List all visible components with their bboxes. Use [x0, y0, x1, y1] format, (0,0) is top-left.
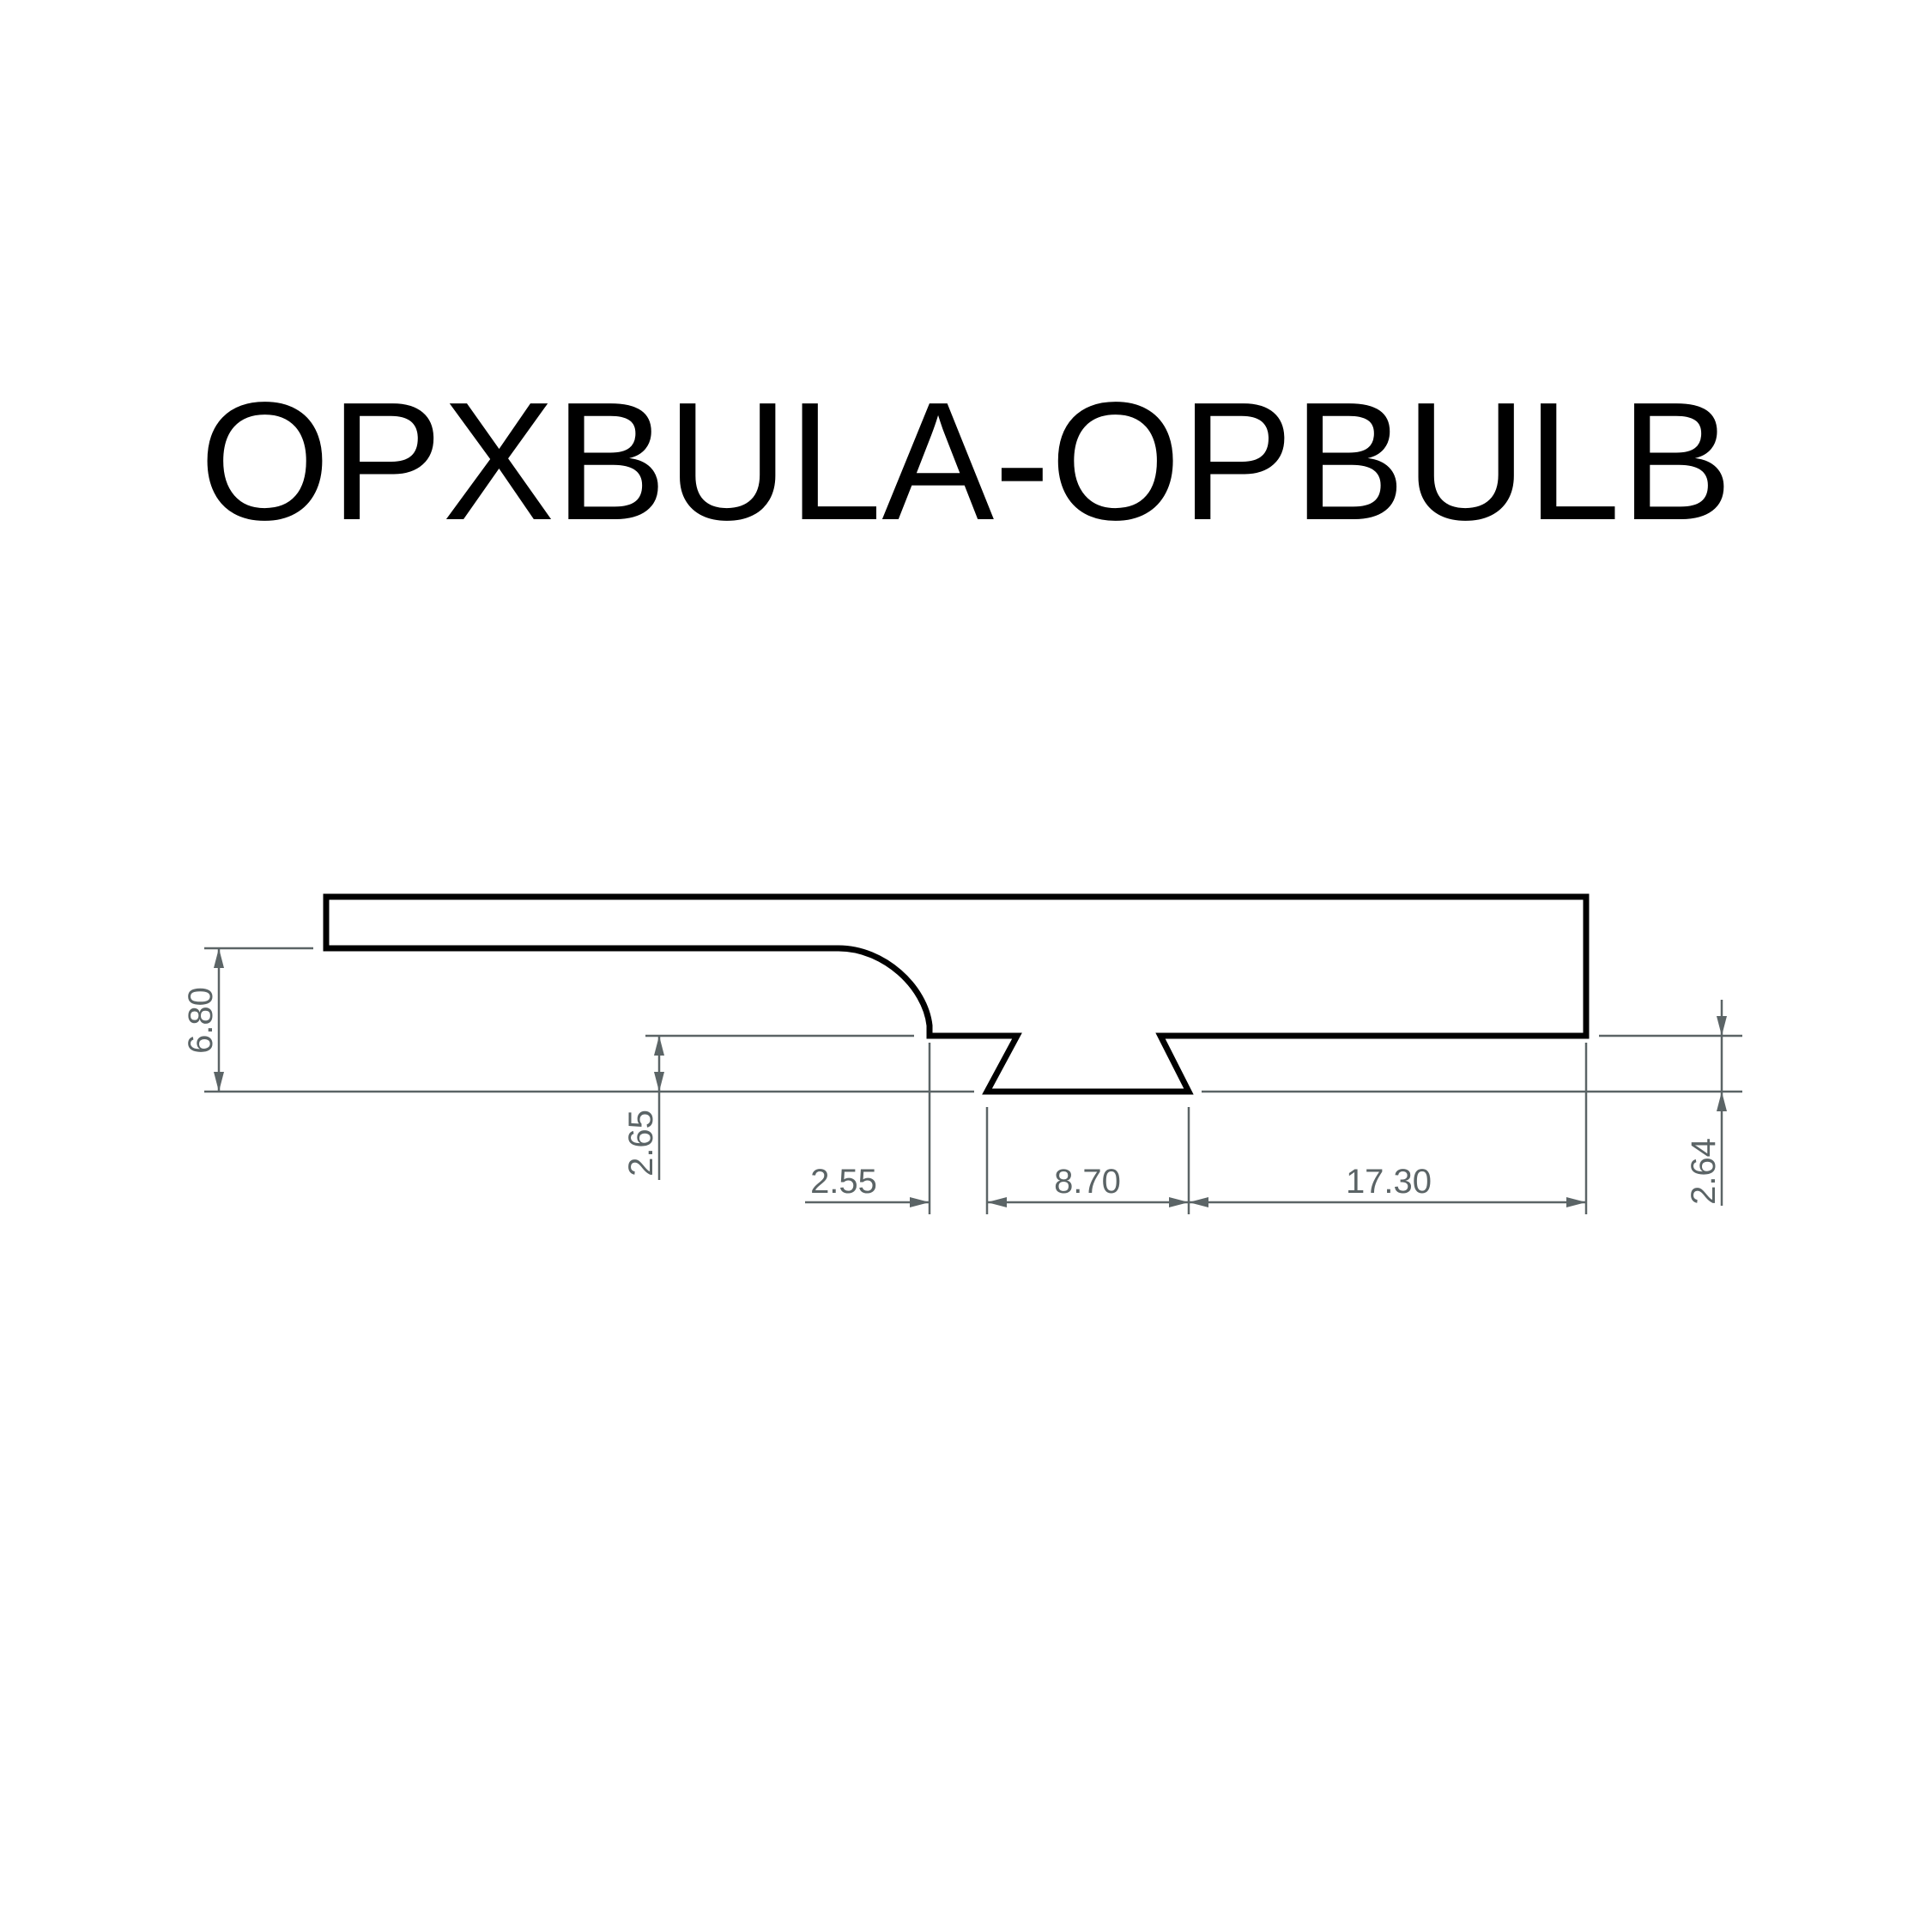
drawing-title: OPXBULA-OPBULB [199, 367, 1733, 555]
profile-outline [323, 893, 1590, 1095]
dimension-right-width: 17.30 [1189, 1163, 1586, 1207]
dim-label-lip-width: 2.55 [810, 1163, 877, 1201]
dimension-groove-depth: 2.65 [622, 1036, 664, 1180]
dimension-tongue-width: 8.70 [987, 1163, 1189, 1207]
dim-label-groove-depth: 2.65 [622, 1110, 660, 1177]
dim-label-tongue-width: 8.70 [1054, 1163, 1121, 1201]
dim-label-height-total: 6.80 [182, 987, 220, 1054]
extension-lines [204, 947, 1742, 1214]
dim-label-right-step: 2.64 [1685, 1138, 1723, 1205]
dim-label-right-width: 17.30 [1346, 1163, 1432, 1201]
dimension-lip-width: 2.55 [805, 1163, 930, 1207]
dimension-right-step: 2.64 [1685, 1000, 1727, 1206]
dimension-height-total: 6.80 [182, 948, 224, 1092]
